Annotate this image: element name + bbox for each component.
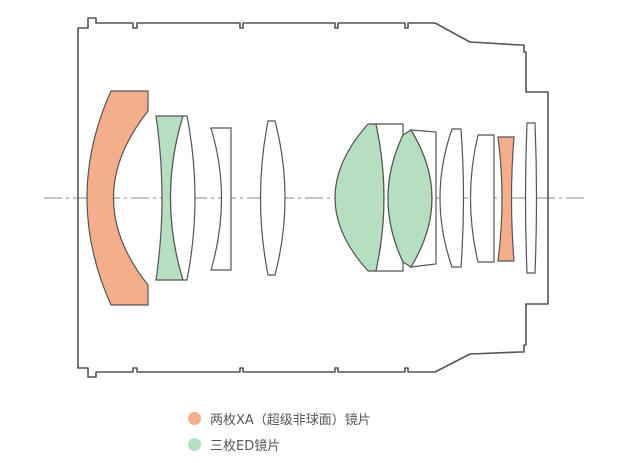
lens-element-5	[259, 120, 286, 276]
lens-element-1-xa	[86, 90, 149, 306]
lens-barrel-outline	[77, 17, 549, 378]
lens-element-6-ed	[334, 123, 385, 272]
lens-element-10	[439, 128, 465, 268]
legend-label-ed: 三枚ED镜片	[210, 439, 281, 454]
lens-element-12-xa	[497, 136, 515, 262]
lens-element-3	[169, 115, 196, 281]
legend-item-xa: 两枚XA（超级非球面）镜片	[188, 409, 371, 428]
legend-item-ed: 三枚ED镜片	[188, 435, 280, 454]
lens-element-9	[409, 129, 437, 268]
legend-label-xa: 两枚XA（超级非球面）镜片	[210, 413, 371, 428]
lens-element-4	[210, 127, 232, 271]
legend-swatch-xa	[188, 412, 201, 425]
legend-swatch-ed	[188, 438, 201, 451]
lens-element-11	[469, 134, 495, 263]
lens-element-13	[524, 122, 538, 274]
